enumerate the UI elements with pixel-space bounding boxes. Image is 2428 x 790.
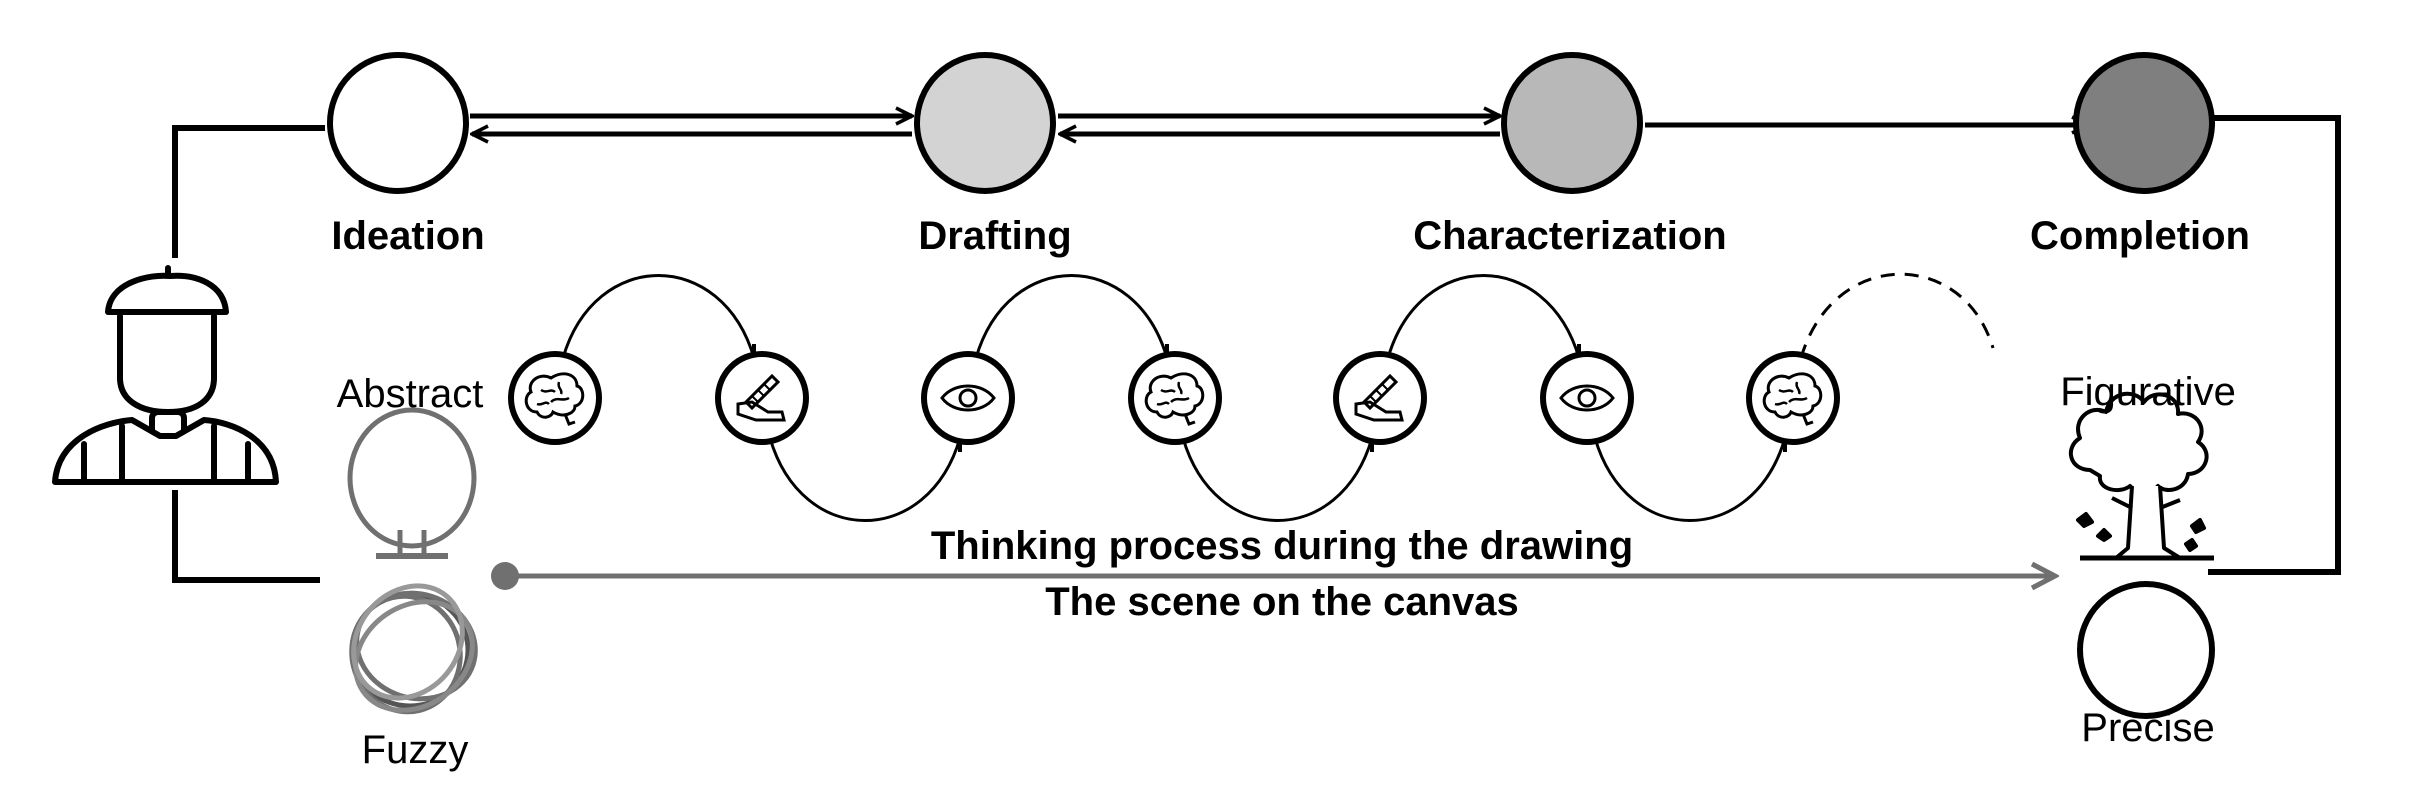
- ideation-stage-circle: [327, 52, 469, 194]
- characterization-stage-circle: [1501, 52, 1643, 194]
- stage-label-drafting: Drafting: [918, 214, 1072, 258]
- abstract-label: Abstract: [336, 372, 484, 416]
- canvas-scene-label: The scene on the canvas: [1045, 580, 1519, 624]
- eye-icon: [1540, 351, 1634, 445]
- abstract-tree-icon: [347, 407, 477, 559]
- hand-pencil-icon: [715, 351, 809, 445]
- cycle-arc: [1386, 274, 1581, 359]
- cycle-arc: [561, 274, 756, 359]
- artist-person-icon: [52, 265, 279, 485]
- thinking-cycle-icons: [508, 351, 1840, 445]
- stage-label-ideation: Ideation: [331, 214, 485, 258]
- cycle-arc: [1181, 437, 1374, 522]
- brain-icon: [1128, 351, 1222, 445]
- figurative-label: Figurative: [2060, 370, 2236, 414]
- brain-icon: [1746, 351, 1840, 445]
- cycle-arc: [768, 437, 962, 522]
- cycle-arc: [974, 274, 1169, 359]
- figurative-tree-icon: [2068, 391, 2214, 561]
- feedback-loop: [172, 115, 2341, 583]
- canvas-progress-arrow: [491, 562, 2055, 590]
- precise-circle: [2077, 581, 2215, 719]
- fuzzy-circle-scribble: [349, 583, 478, 715]
- thinking-cycle-arcs: [561, 272, 1995, 522]
- drafting-stage-circle: [914, 52, 1056, 194]
- stage-circles: [327, 52, 2215, 194]
- cycle-arc: [1593, 437, 1787, 522]
- brain-icon: [508, 351, 602, 445]
- stage-label-completion: Completion: [2030, 214, 2250, 258]
- stage-label-characterization: Characterization: [1413, 214, 1727, 258]
- completion-stage-circle: [2073, 52, 2215, 194]
- hand-pencil-icon: [1333, 351, 1427, 445]
- fuzzy-label: Fuzzy: [361, 728, 469, 772]
- stage-connectors: [470, 116, 2088, 134]
- thinking-process-label: Thinking process during the drawing: [930, 524, 1634, 568]
- precise-label: Precise: [2081, 706, 2215, 750]
- cycle-arc-continuation: [1799, 272, 1995, 359]
- eye-icon: [921, 351, 1015, 445]
